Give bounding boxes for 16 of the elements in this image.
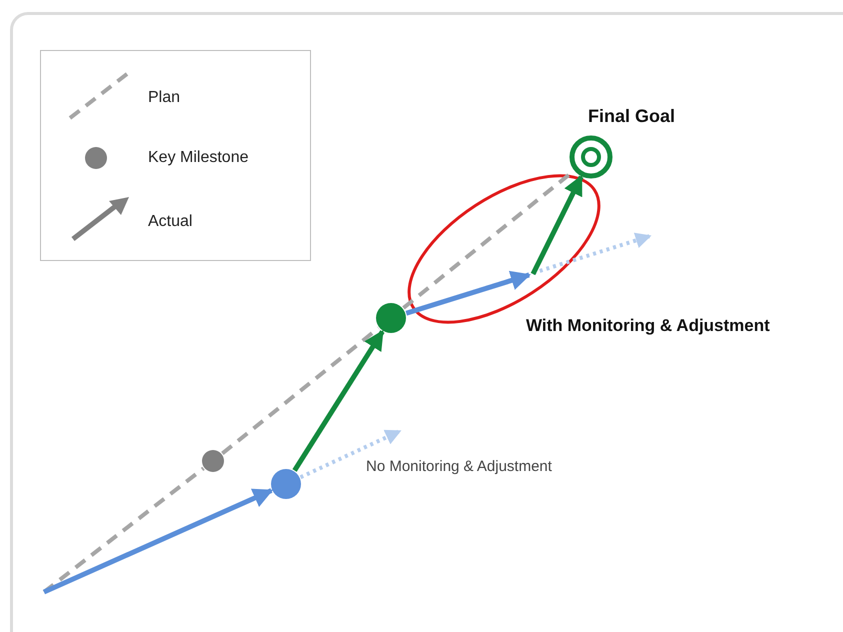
milestone-dot bbox=[202, 450, 224, 472]
highlight-caption: With Monitoring & Adjustment bbox=[526, 316, 770, 336]
arrow bbox=[406, 270, 531, 316]
arrow bbox=[42, 488, 274, 594]
legend-label: Key Milestone bbox=[148, 149, 248, 167]
milestone-dot bbox=[376, 303, 406, 333]
arrow bbox=[292, 330, 385, 472]
arrow bbox=[530, 174, 584, 276]
milestone-dot bbox=[271, 469, 301, 499]
goal-title: Final Goal bbox=[588, 106, 676, 127]
dashed-line bbox=[42, 466, 205, 594]
dotted-arrow bbox=[300, 429, 402, 480]
dashed-line bbox=[221, 326, 380, 456]
legend-label: Actual bbox=[148, 213, 192, 231]
annotation-text: No Monitoring & Adjustment bbox=[366, 458, 552, 475]
legend-label: Plan bbox=[148, 89, 180, 107]
